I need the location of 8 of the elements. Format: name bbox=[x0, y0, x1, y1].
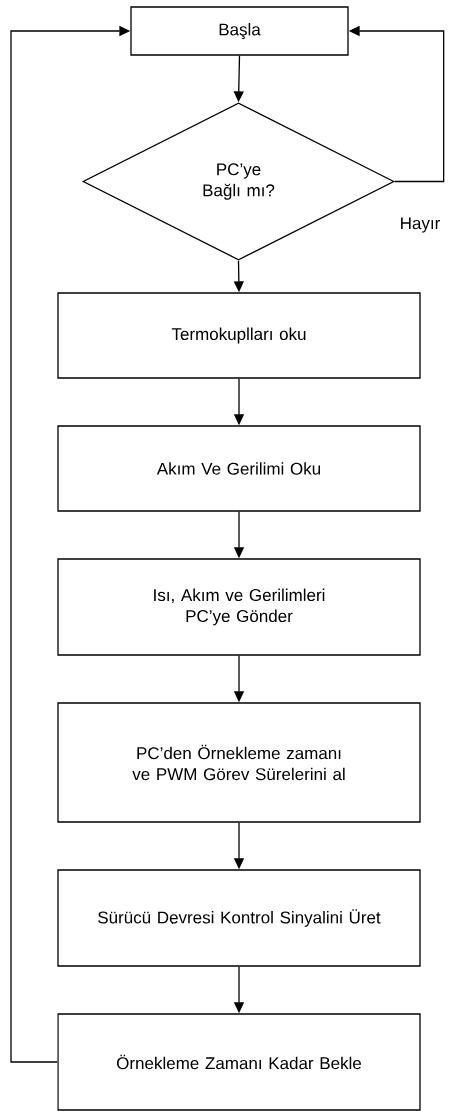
process-box: Sürücü Devresi Kontrol Sinyalini Üret bbox=[57, 869, 421, 967]
process-box: Isı, Akım ve Gerilimleri PC’ye Gönder bbox=[57, 558, 421, 656]
process-box: PC’den Örnekleme zamanı ve PWM Görev Sürelerini al bbox=[57, 702, 421, 823]
process-box: Termokuplları oku bbox=[57, 292, 421, 379]
edge-label: Hayır bbox=[398, 216, 442, 234]
process-box: Akım Ve Gerilimi Oku bbox=[57, 425, 421, 512]
process-box: Örnekleme Zamanı Kadar Bekle bbox=[57, 1013, 421, 1111]
process-box: Başla bbox=[130, 6, 349, 56]
